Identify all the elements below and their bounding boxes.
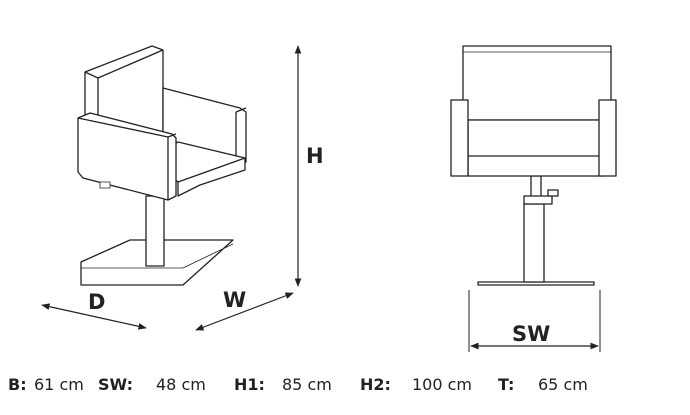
front-seat <box>467 119 605 177</box>
spec-b: B: 61 cm <box>8 375 84 394</box>
front-backrest <box>462 45 612 121</box>
spec-sw-key: SW: <box>98 375 134 394</box>
spec-t-key: T: <box>498 375 515 394</box>
spec-h1: H1: 85 cm <box>234 375 332 394</box>
spec-h1-key: H1: <box>234 375 265 394</box>
spec-h1-value: 85 cm <box>282 375 332 394</box>
spec-t-value: 65 cm <box>538 375 588 394</box>
spec-t: T: 65 cm <box>498 375 588 394</box>
chair-dimension-diagram: D W H SW <box>41 45 617 352</box>
spec-h2-key: H2: <box>360 375 391 394</box>
front-pole <box>523 203 545 283</box>
depth-label: D <box>88 290 105 314</box>
width-dimension-arrow <box>195 292 294 331</box>
seat-width-label: SW <box>512 322 550 346</box>
spec-b-value: 61 cm <box>34 375 84 394</box>
chair-armrest-front <box>77 112 177 201</box>
front-armrest-left <box>450 99 469 177</box>
chair-front-view <box>450 45 617 286</box>
spec-sw-value: 48 cm <box>156 375 206 394</box>
spec-b-key: B: <box>8 375 27 394</box>
front-armrest-right <box>598 99 617 177</box>
chair-perspective-view <box>77 45 247 286</box>
depth-dimension-arrow <box>41 303 147 330</box>
height-label: H <box>306 144 324 168</box>
width-label: W <box>223 288 246 312</box>
spec-sw: SW: 48 cm <box>98 375 206 394</box>
spec-h2-value: 100 cm <box>412 375 473 394</box>
spec-h2: H2: 100 cm <box>360 375 472 394</box>
chair-pole <box>145 195 165 267</box>
